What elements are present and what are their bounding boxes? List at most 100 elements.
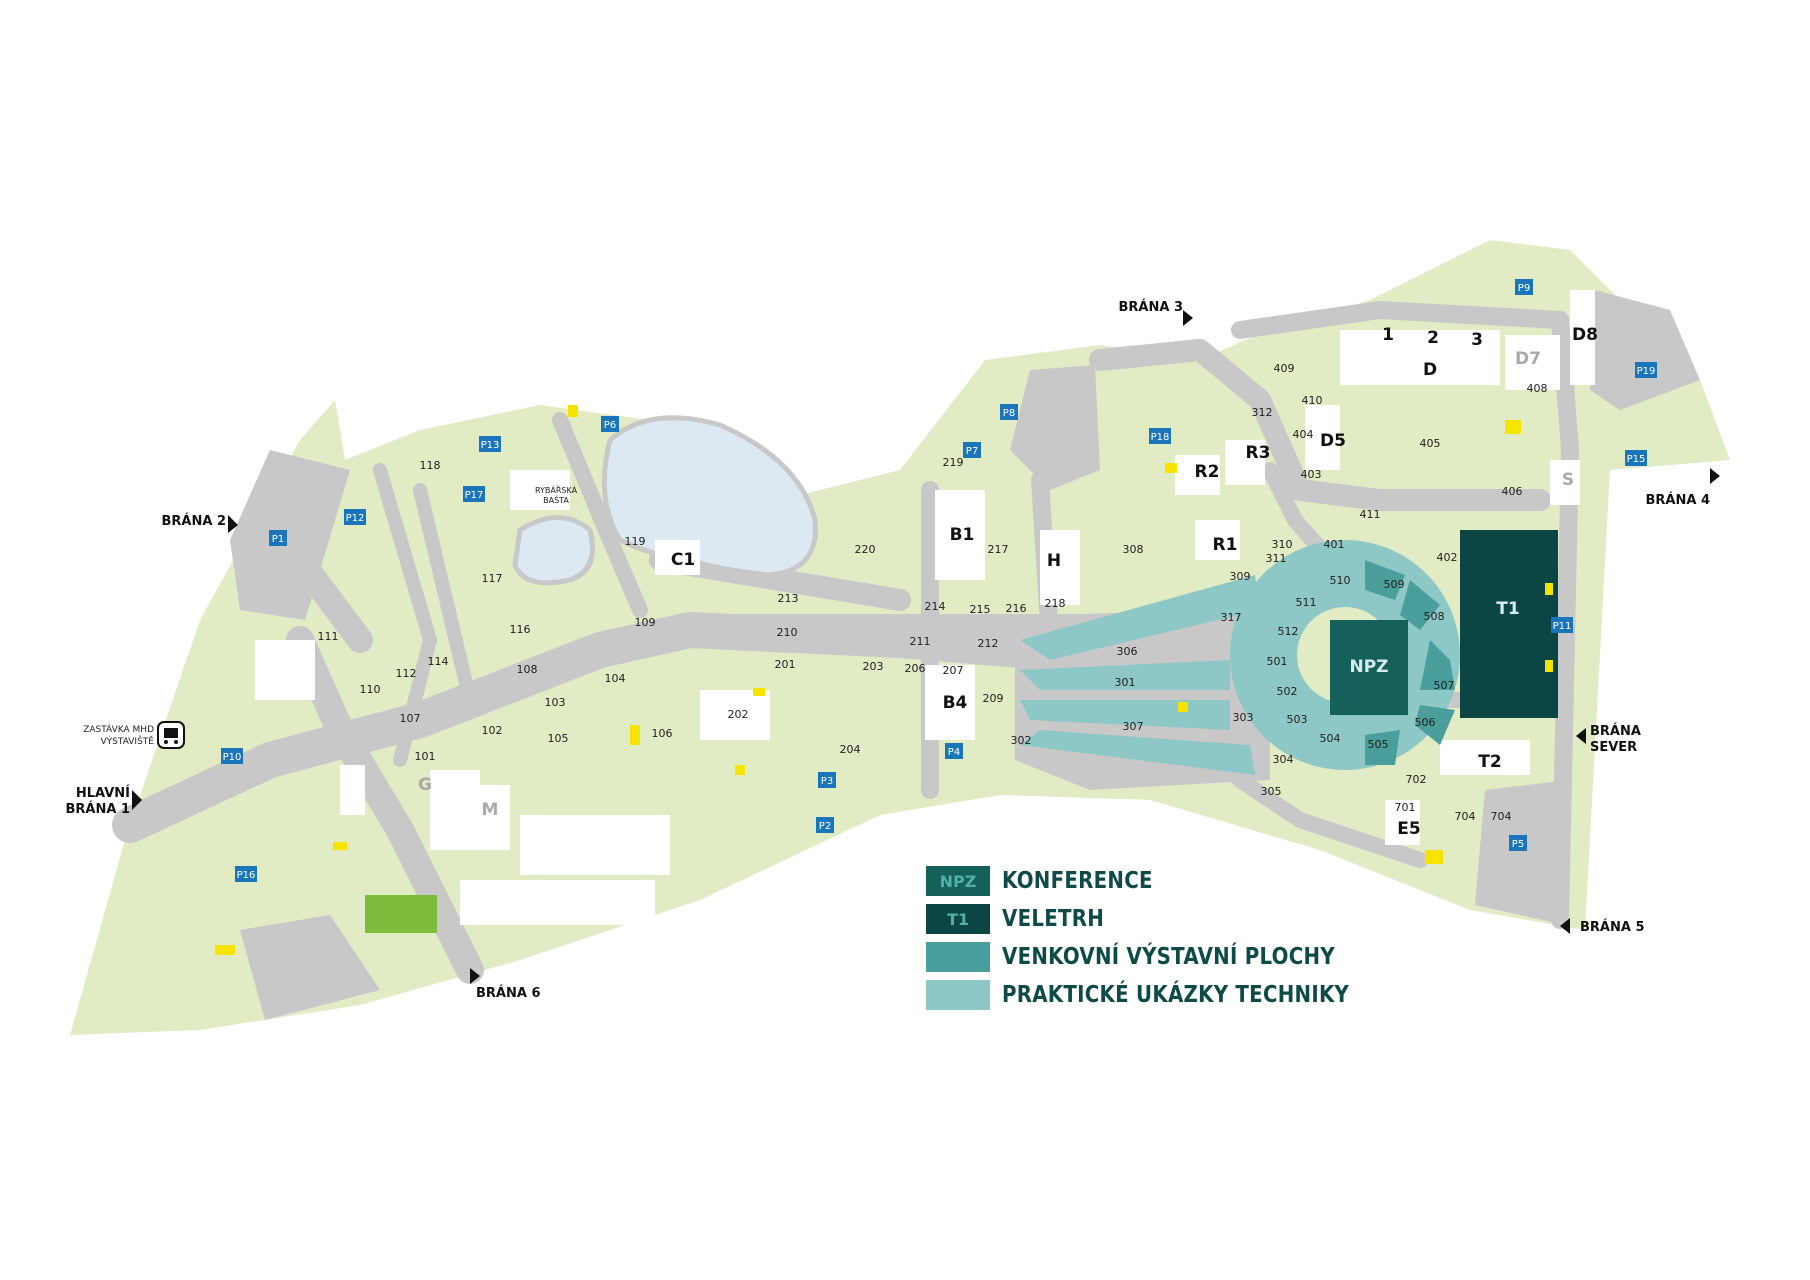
- legend-swatch-veletrh: T1: [926, 904, 990, 934]
- area-510: 510: [1330, 574, 1351, 587]
- parking-badge-p12: [344, 509, 366, 525]
- area-111: 111: [318, 630, 339, 643]
- gate-hlavni-label-line2: BRÁNA 1: [66, 801, 131, 817]
- hall-m: M: [482, 800, 499, 820]
- parking-badge-p4: [945, 743, 963, 759]
- parking-label-p13: P13: [481, 440, 500, 451]
- area-114: 114: [428, 655, 449, 668]
- p19-area: [1590, 290, 1700, 410]
- area-215: 215: [970, 603, 991, 616]
- area-308: 308: [1123, 543, 1144, 556]
- area-512: 512: [1278, 625, 1299, 638]
- map-legend: NPZ KONFERENCE T1 VELETRH VENKOVNÍ VÝSTA…: [926, 862, 1406, 1014]
- bus-stop-label-line1: ZASTÁVKA MHD: [83, 723, 154, 735]
- gate-2-arrow: [228, 515, 238, 533]
- area-212: 212: [978, 637, 999, 650]
- area-201: 201: [775, 658, 796, 671]
- area-117: 117: [482, 572, 503, 585]
- area-104: 104: [605, 672, 626, 685]
- area-213: 213: [778, 592, 799, 605]
- hall-e5: E5: [1397, 819, 1420, 839]
- legend-label-konference: KONFERENCE: [1002, 868, 1153, 894]
- north-lot: [1010, 365, 1100, 490]
- gate-sever-label-line2: SEVER: [1590, 740, 1637, 755]
- area-306: 306: [1117, 645, 1138, 658]
- area-217: 217: [988, 543, 1009, 556]
- area-210: 210: [777, 626, 798, 639]
- gate-4-label: BRÁNA 4: [1646, 492, 1711, 508]
- gate-arrows: [132, 310, 1720, 984]
- hall-d7: D7: [1515, 349, 1541, 369]
- gate-sever-arrow: [1576, 728, 1586, 744]
- parking-label-p18: P18: [1151, 432, 1170, 443]
- legend-swatch-prakticke: [926, 980, 990, 1010]
- area-508: 508: [1424, 610, 1445, 623]
- parking-badge-p11: [1551, 617, 1573, 633]
- area-404: 404: [1293, 428, 1314, 441]
- gate-6-label: BRÁNA 6: [476, 985, 541, 1001]
- hall-h: H: [1047, 551, 1061, 571]
- parking-label-p19: P19: [1637, 366, 1656, 377]
- parking-badge-p15: [1625, 450, 1647, 466]
- parking-badge-p13: [479, 436, 501, 452]
- legend-prakticke: PRAKTICKÉ UKÁZKY TECHNIKY: [926, 976, 1406, 1014]
- gate-hlavni-label-line1: HLAVNÍ: [76, 785, 130, 801]
- area-402: 402: [1437, 551, 1458, 564]
- gate-5-arrow: [1560, 918, 1570, 934]
- parking-label-p8: P8: [1003, 408, 1015, 419]
- venkovni-areas: [1365, 560, 1455, 765]
- hall-s: S: [1562, 470, 1574, 490]
- parking-label-p16: P16: [237, 870, 256, 881]
- parking-label-p1: P1: [272, 534, 284, 545]
- rybarska-basta-line1: RYBÁŘSKÁ: [535, 484, 578, 495]
- hall-t1: [1460, 530, 1558, 718]
- area-106: 106: [652, 727, 673, 740]
- parking-badge-p17: [463, 486, 485, 502]
- parking-label-p15: P15: [1627, 454, 1646, 465]
- area-410: 410: [1302, 394, 1323, 407]
- parking-label-p7: P7: [966, 446, 978, 457]
- hall-3: 3: [1471, 330, 1483, 350]
- area-107: 107: [400, 712, 421, 725]
- area-704-east: 704: [1491, 810, 1512, 823]
- buildings: [255, 290, 1595, 925]
- rybarska-basta-line2: BAŠTA: [543, 494, 569, 505]
- area-204: 204: [840, 743, 861, 756]
- area-411: 411: [1360, 508, 1381, 521]
- area-509: 509: [1384, 578, 1405, 591]
- area-202: 202: [728, 708, 749, 721]
- area-503: 503: [1287, 713, 1308, 726]
- gate-sever-label-line1: BRÁNA: [1590, 723, 1641, 739]
- parking-badge-p6: [601, 416, 619, 432]
- area-311: 311: [1266, 552, 1287, 565]
- area-317: 317: [1221, 611, 1242, 624]
- parking-label-p17: P17: [465, 490, 484, 501]
- parking-label-p6: P6: [604, 420, 616, 431]
- hall-1: 1: [1382, 325, 1394, 345]
- area-219: 219: [943, 456, 964, 469]
- area-206: 206: [905, 662, 926, 675]
- green-tree-area: [365, 895, 437, 933]
- area-505: 505: [1368, 738, 1389, 751]
- area-406: 406: [1502, 485, 1523, 498]
- hall-npz: NPZ: [1349, 657, 1388, 677]
- area-211: 211: [910, 635, 931, 648]
- area-203: 203: [863, 660, 884, 673]
- pond: [601, 415, 818, 578]
- legend-label-veletrh: VELETRH: [1002, 906, 1105, 932]
- area-110: 110: [360, 683, 381, 696]
- parking-badge-p7: [963, 442, 981, 458]
- hall-t2: T2: [1478, 752, 1501, 772]
- parking-badge-p3: [818, 772, 836, 788]
- gate-hlavni-arrow: [132, 790, 142, 810]
- gate-3-arrow: [1183, 310, 1193, 326]
- hall-npz: [1330, 620, 1408, 715]
- parking-badge-p8: [1000, 404, 1018, 420]
- legend-label-prakticke: PRAKTICKÉ UKÁZKY TECHNIKY: [1002, 982, 1350, 1008]
- area-118: 118: [420, 459, 441, 472]
- area-405: 405: [1420, 437, 1441, 450]
- area-310: 310: [1272, 538, 1293, 551]
- area-301: 301: [1115, 676, 1136, 689]
- area-209: 209: [983, 692, 1004, 705]
